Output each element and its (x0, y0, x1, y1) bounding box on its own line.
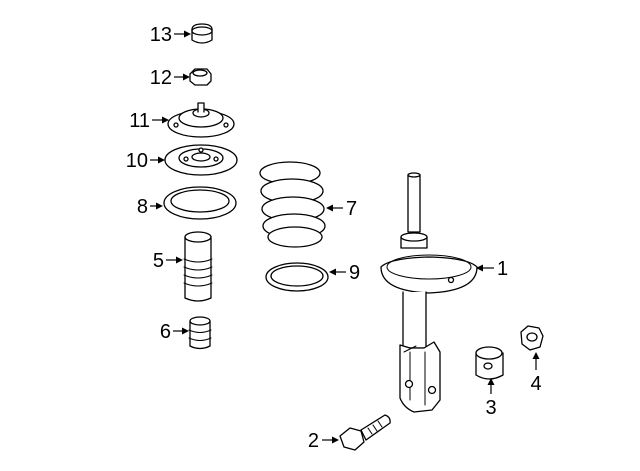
callout-8: 8 (137, 196, 148, 218)
part-1-strut (380, 172, 478, 413)
part-10-bearing-plate (164, 144, 238, 176)
part-12-nut (189, 68, 212, 86)
part-4-flange-nut (520, 325, 544, 351)
callout-2: 2 (308, 430, 319, 452)
part-5-boot (183, 231, 213, 302)
part-2-bolt (339, 414, 391, 451)
part-7-coil-spring (259, 161, 326, 248)
part-9-insulator (265, 262, 329, 292)
callout-1: 1 (497, 258, 508, 280)
callout-7: 7 (346, 198, 357, 220)
callout-13: 13 (150, 24, 172, 46)
leader-lines (150, 30, 540, 444)
callout-3: 3 (485, 397, 496, 419)
callout-11: 11 (129, 110, 150, 132)
callout-10: 10 (126, 150, 148, 172)
callout-12: 12 (150, 67, 172, 89)
part-3-bushing (475, 346, 504, 380)
callout-labels: 13 12 11 10 8 5 6 7 9 1 3 4 2 (126, 24, 542, 452)
callout-5: 5 (153, 250, 164, 272)
part-13-cap (191, 23, 213, 44)
part-11-upper-mount (167, 102, 235, 138)
callout-4: 4 (530, 373, 541, 395)
callout-9: 9 (349, 262, 360, 284)
callout-6: 6 (160, 321, 171, 343)
part-6-bump-stop (188, 316, 212, 350)
part-8-spring-seat (163, 186, 237, 220)
